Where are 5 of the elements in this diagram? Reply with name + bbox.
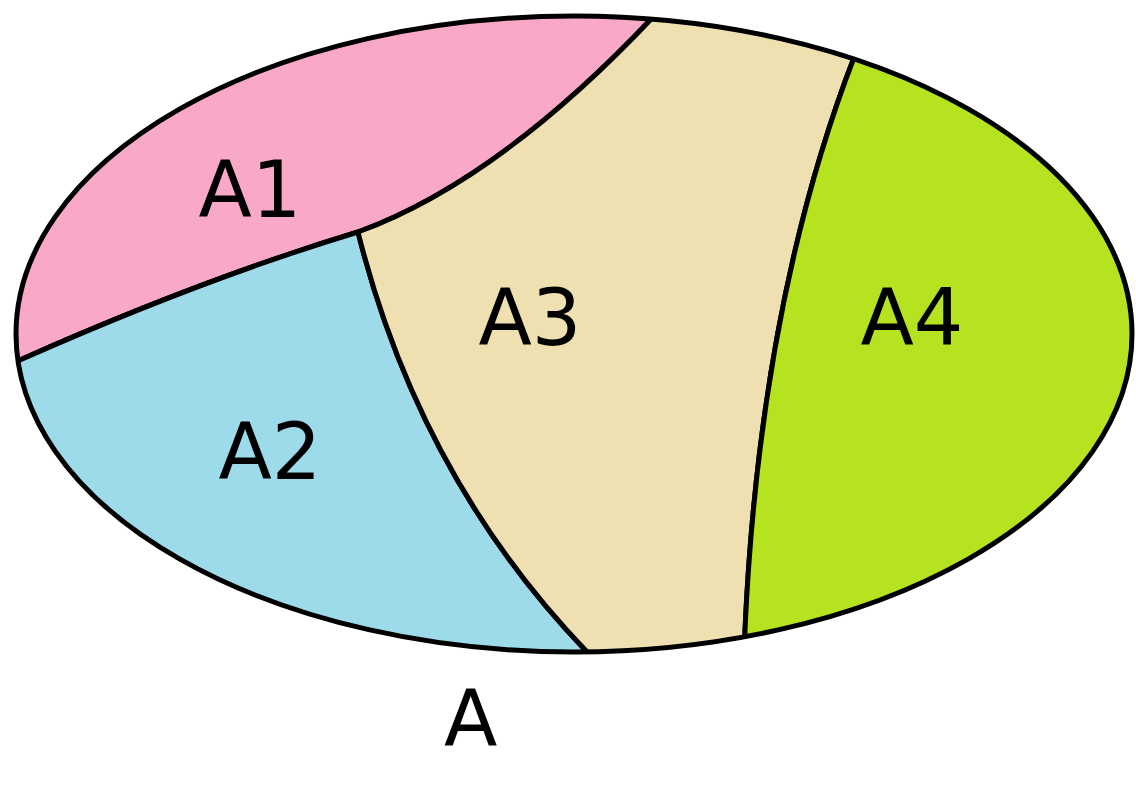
set-label: A bbox=[444, 680, 498, 758]
region-label: A4 bbox=[860, 279, 964, 357]
region-label: A1 bbox=[198, 151, 302, 229]
region-label: A3 bbox=[478, 279, 582, 357]
region-label: A2 bbox=[218, 413, 322, 491]
